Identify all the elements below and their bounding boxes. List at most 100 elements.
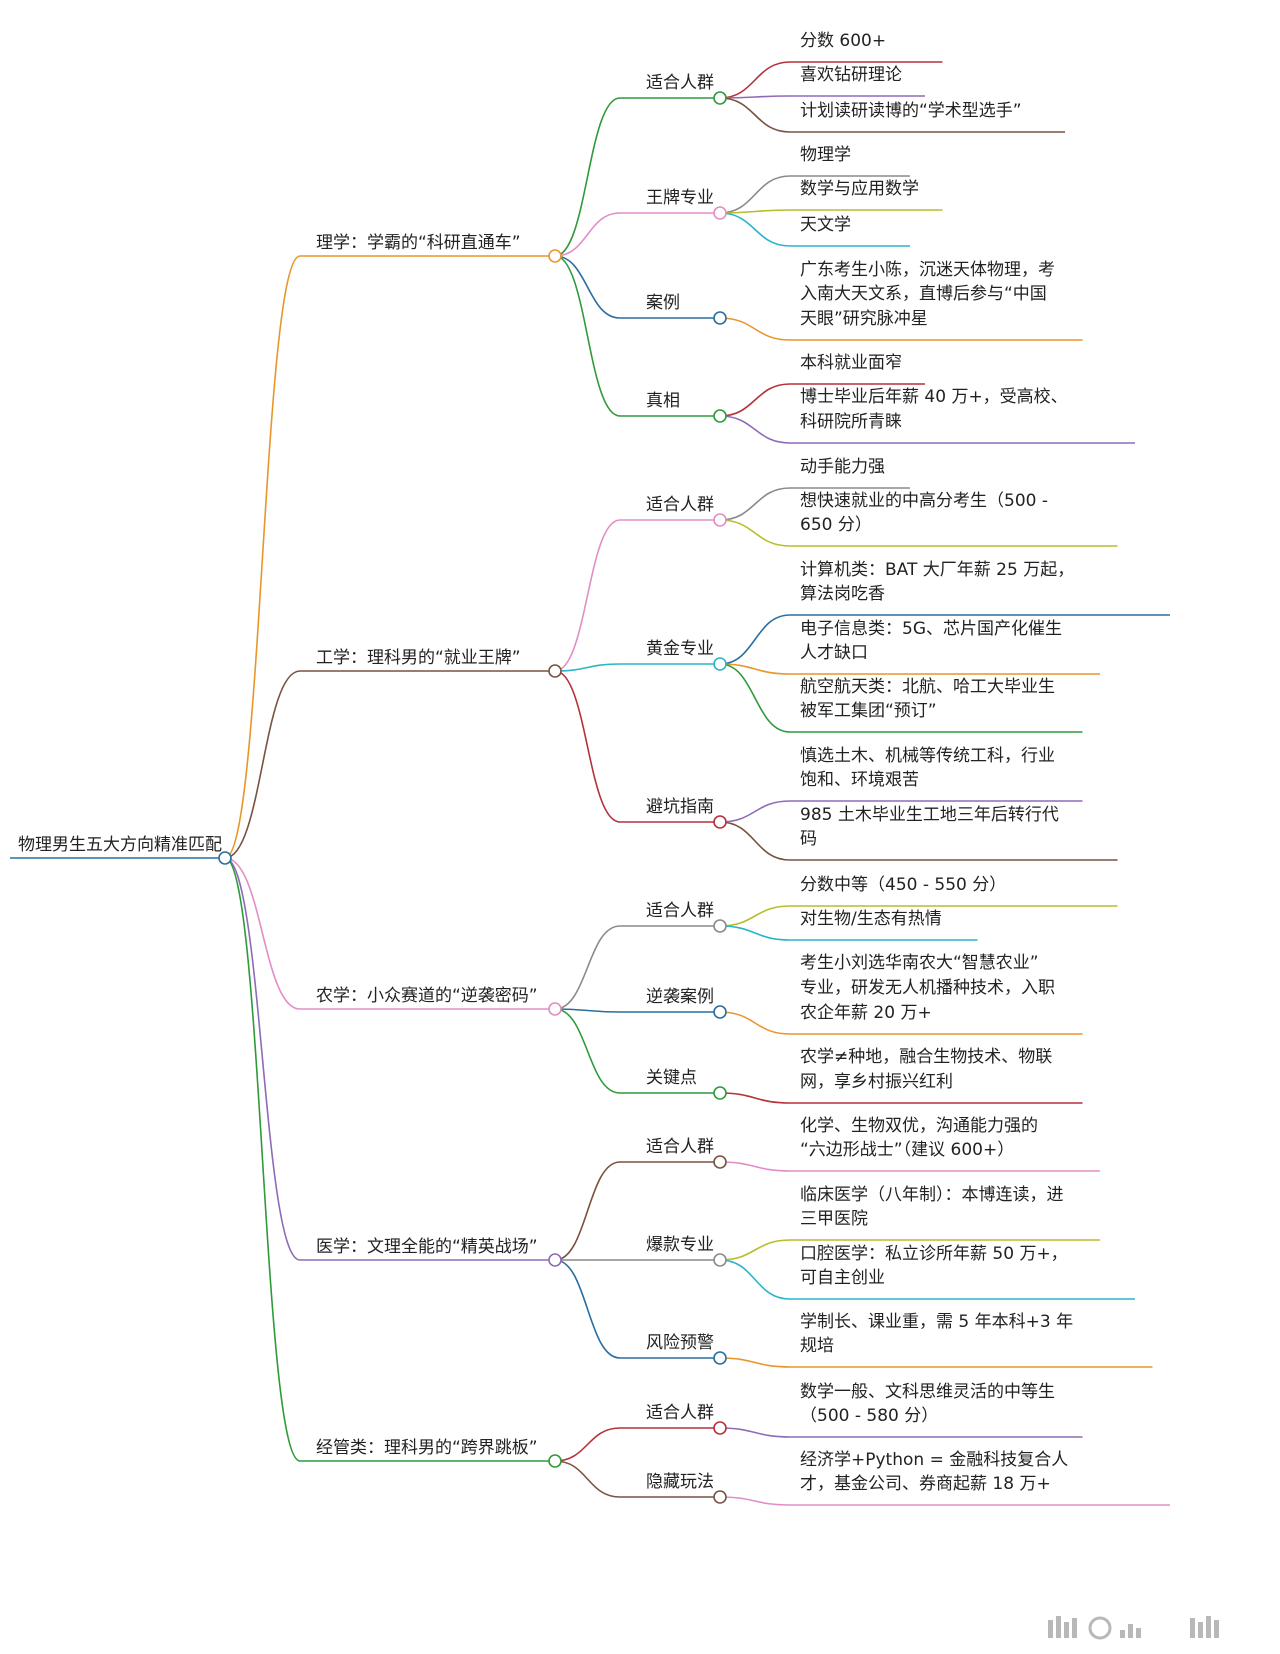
category-node[interactable] [713,1490,727,1504]
category-label: 隐藏玩法 [646,1472,714,1492]
leaf-text: 天文学 [800,215,851,235]
leaf-text: 网，享乡村振兴红利 [800,1072,953,1092]
category-label: 真相 [646,391,680,411]
leaf-text: 学制长、课业重，需 5 年本科+3 年 [800,1312,1074,1332]
leaf-text: 可自主创业 [800,1268,885,1288]
category-connector [554,519,621,672]
leaf-connector [719,663,791,675]
branch-label: 医学：文理全能的“精英战场” [316,1237,538,1257]
category-connector [554,255,621,417]
category-node[interactable] [713,1253,727,1267]
leaf-text: 650 分） [800,515,872,535]
leaf-connector [719,317,791,341]
category-node[interactable] [713,919,727,933]
leaf-text: 码 [800,829,817,849]
branch-connector [224,857,301,1261]
category-node[interactable] [713,311,727,325]
leaf-text: 985 土木毕业生工地三年后转行代 [800,805,1059,825]
leaf-text: 经济学+Python = 金融科技复合人 [800,1450,1069,1470]
leaf-connector [719,1357,791,1368]
category-label: 爆款专业 [646,1235,714,1255]
branch-connector [224,255,301,859]
category-label: 关键点 [646,1068,697,1088]
category-label: 适合人群 [646,1403,714,1423]
branch-node[interactable] [548,1253,562,1267]
category-label: 适合人群 [646,901,714,921]
category-label: 适合人群 [646,1137,714,1157]
category-node[interactable] [713,1351,727,1365]
root-node[interactable] [218,851,232,865]
category-label: 避坑指南 [646,797,714,817]
branch-label: 理学：学霸的“科研直通车” [316,233,521,253]
category-node[interactable] [713,1155,727,1169]
leaf-text: 动手能力强 [800,457,885,477]
leaf-text: 口腔医学：私立诊所年薪 50 万+， [800,1244,1068,1264]
leaf-connector [719,212,791,247]
category-connector [554,1008,621,1094]
category-node[interactable] [713,513,727,527]
leaf-text: 广东考生小陈，沉迷天体物理，考 [800,260,1055,280]
branch-connector [224,857,301,1010]
leaf-text: 规培 [800,1336,834,1356]
leaf-connector [719,97,791,133]
leaf-text: 航空航天类：北航、哈工大毕业生 [800,677,1055,697]
branch-node[interactable] [548,1002,562,1016]
leaf-connector [719,905,791,927]
category-node[interactable] [713,657,727,671]
leaf-text: 农企年薪 20 万+ [800,1003,932,1023]
category-label: 适合人群 [646,73,714,93]
leaf-text: 慎选土木、机械等传统工科，行业 [800,746,1055,766]
leaf-text: 临床医学（八年制）：本博连读，进 [800,1185,1064,1205]
leaf-connector [719,175,791,214]
category-connector [554,97,621,257]
root-label: 物理男生五大方向精准匹配 [18,835,222,855]
branch-node[interactable] [548,249,562,263]
branch-label: 农学：小众赛道的“逆袭密码” [316,986,538,1006]
category-connector [554,1427,621,1462]
leaf-text: （500 - 580 分） [800,1406,939,1426]
leaf-text: 天眼”研究脉冲星 [800,309,928,329]
leaf-connector [719,800,791,823]
leaf-text: 想快速就业的中高分考生（500 - [800,491,1048,511]
category-connector [554,670,621,823]
category-connector [554,1008,621,1013]
category-node[interactable] [713,206,727,220]
branch-label: 工学：理科男的“就业王牌” [316,648,521,668]
leaf-text: 分数 600+ [800,31,887,51]
category-node[interactable] [713,1421,727,1435]
branch-node[interactable] [548,664,562,678]
category-label: 适合人群 [646,495,714,515]
watermark [1040,1612,1250,1642]
category-node[interactable] [713,1086,727,1100]
category-node[interactable] [713,409,727,423]
category-label: 逆袭案例 [646,987,714,1007]
leaf-text: 被军工集团“预订” [800,701,937,721]
leaf-connector [719,1011,791,1035]
leaf-connector [719,614,791,665]
leaf-text: 数学一般、文科思维灵活的中等生 [800,1382,1055,1402]
leaf-connector [719,1427,791,1438]
leaf-connector [719,519,791,547]
leaf-connector [719,1259,791,1300]
leaf-text: 人才缺口 [800,643,868,663]
leaf-text: 计划读研读博的“学术型选手” [800,101,1022,121]
leaf-text: 入南大天文系，直博后参与“中国 [800,284,1047,304]
category-connector [554,1460,621,1498]
leaf-text: 对生物/生态有热情 [800,909,942,929]
category-connector [554,1161,621,1261]
leaf-text: 考生小刘选华南农大“智慧农业” [800,953,1039,973]
category-node[interactable] [713,1005,727,1019]
category-connector [554,212,621,257]
branch-node[interactable] [548,1454,562,1468]
leaf-text: 本科就业面窄 [800,353,902,373]
leaf-connector [719,663,791,733]
category-connector [554,1259,621,1359]
category-node[interactable] [713,815,727,829]
branch-label: 经管类：理科男的“跨界跳板” [316,1438,538,1458]
leaf-connector [719,925,791,941]
leaf-text: 喜欢钻研理论 [800,65,902,85]
leaf-text: 分数中等（450 - 550 分） [800,875,1007,895]
leaf-text: 科研院所青睐 [800,412,902,432]
category-node[interactable] [713,91,727,105]
